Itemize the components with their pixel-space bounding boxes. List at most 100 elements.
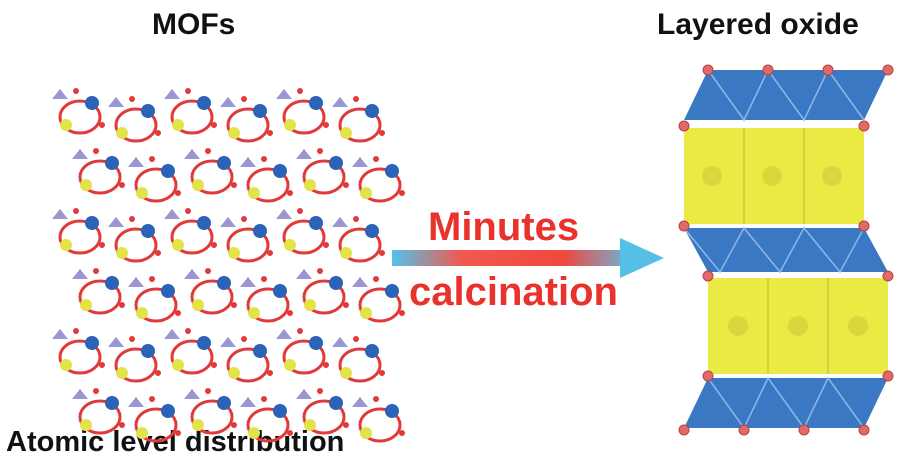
bond-ring xyxy=(134,407,178,443)
oxygen-atom xyxy=(155,250,161,256)
linker xyxy=(296,149,312,159)
oxygen-atom xyxy=(323,122,329,128)
metal-atom-yellow xyxy=(60,359,72,371)
oxygen-atom xyxy=(379,250,385,256)
metal-atom-blue xyxy=(273,284,287,298)
linker xyxy=(240,277,256,287)
linker xyxy=(128,397,144,407)
oxygen-atom xyxy=(129,336,135,342)
layered-oxide-structure xyxy=(678,64,894,436)
metal-atom-yellow xyxy=(284,239,296,251)
metal-atom-blue xyxy=(217,276,231,290)
metal-atom-yellow xyxy=(304,179,316,191)
metal-atom-yellow xyxy=(136,187,148,199)
oxygen-atom xyxy=(399,190,405,196)
oxygen-atom xyxy=(99,242,105,248)
metal-atom-yellow xyxy=(136,307,148,319)
bond-ring xyxy=(170,219,214,255)
oxygen-atom xyxy=(762,64,774,76)
bond-ring xyxy=(190,159,234,195)
oxygen-atom xyxy=(353,216,359,222)
metal-atom-yellow xyxy=(284,359,296,371)
metal-atom-yellow xyxy=(340,367,352,379)
oxygen-atom xyxy=(858,120,870,132)
bond-ring xyxy=(134,287,178,323)
linker xyxy=(72,389,88,399)
oxygen-atom xyxy=(379,370,385,376)
linker xyxy=(240,157,256,167)
oxygen-atom xyxy=(373,396,379,402)
oxygen-atom xyxy=(185,328,191,334)
linker xyxy=(184,389,200,399)
metal-atom-blue xyxy=(365,104,379,118)
oxygen-atom xyxy=(205,388,211,394)
octahedral-layer-middle xyxy=(683,226,888,274)
metal-atom-yellow xyxy=(304,299,316,311)
bond-ring xyxy=(78,279,122,315)
metal-atom-yellow xyxy=(80,419,92,431)
bond-ring xyxy=(190,399,234,435)
oxygen-atom xyxy=(261,396,267,402)
metal-atom-blue xyxy=(217,396,231,410)
metal-atom-yellow xyxy=(284,119,296,131)
bond-ring xyxy=(246,287,290,323)
oxygen-atom xyxy=(738,424,750,436)
metal-atom-blue xyxy=(253,344,267,358)
oxygen-atom xyxy=(211,362,217,368)
bond-ring xyxy=(282,219,326,255)
oxygen-atom xyxy=(353,336,359,342)
metal-atom-yellow xyxy=(340,247,352,259)
oxygen-atom xyxy=(119,422,125,428)
metal-atom-yellow xyxy=(360,307,372,319)
oxygen-atom xyxy=(323,242,329,248)
calcination-label: calcination xyxy=(409,270,618,314)
oxygen-atom xyxy=(185,88,191,94)
metal-atom-blue xyxy=(329,396,343,410)
metal-atom-yellow xyxy=(60,119,72,131)
oxygen-atom xyxy=(317,388,323,394)
bond-ring xyxy=(58,219,102,255)
oxygen-atom xyxy=(297,328,303,334)
oxygen-atom xyxy=(267,130,273,136)
oxygen-atom xyxy=(211,242,217,248)
bond-ring xyxy=(338,107,382,143)
metal-atom-blue xyxy=(197,336,211,350)
bond-ring xyxy=(58,99,102,135)
metal-atom-yellow xyxy=(340,127,352,139)
oxygen-atom xyxy=(678,120,690,132)
linker xyxy=(128,277,144,287)
oxygen-atom xyxy=(261,156,267,162)
transformation-arrow xyxy=(392,238,664,278)
metal-atom-yellow xyxy=(116,367,128,379)
mof-crystal-structure xyxy=(52,88,405,443)
metal-atom-blue xyxy=(161,404,175,418)
metal-atom-yellow xyxy=(192,179,204,191)
metal-atom-blue xyxy=(105,156,119,170)
bond-ring xyxy=(134,167,178,203)
oxygen-atom xyxy=(399,430,405,436)
linker xyxy=(184,269,200,279)
metal-atom-blue xyxy=(385,284,399,298)
bond-ring xyxy=(78,159,122,195)
metal-atom-yellow xyxy=(172,239,184,251)
oxygen-atoms xyxy=(678,64,894,436)
linker xyxy=(276,329,292,339)
metal-atom-yellow xyxy=(228,127,240,139)
oxygen-atom xyxy=(185,208,191,214)
metal-atom-yellow xyxy=(360,427,372,439)
arrow-head xyxy=(620,238,664,278)
metal-atom-blue xyxy=(197,216,211,230)
oxygen-atom xyxy=(241,336,247,342)
oxygen-atom xyxy=(231,422,237,428)
oxygen-atom xyxy=(267,250,273,256)
metal-atom-yellow xyxy=(228,367,240,379)
metal-atom-blue xyxy=(329,156,343,170)
bond-ring xyxy=(226,107,270,143)
metal-atom-blue xyxy=(365,224,379,238)
oxygen-atom xyxy=(129,216,135,222)
oxygen-atom xyxy=(175,190,181,196)
oxygen-atom xyxy=(119,302,125,308)
oxygen-atom xyxy=(297,208,303,214)
metal-atom-yellow xyxy=(80,299,92,311)
oxygen-atom xyxy=(149,276,155,282)
